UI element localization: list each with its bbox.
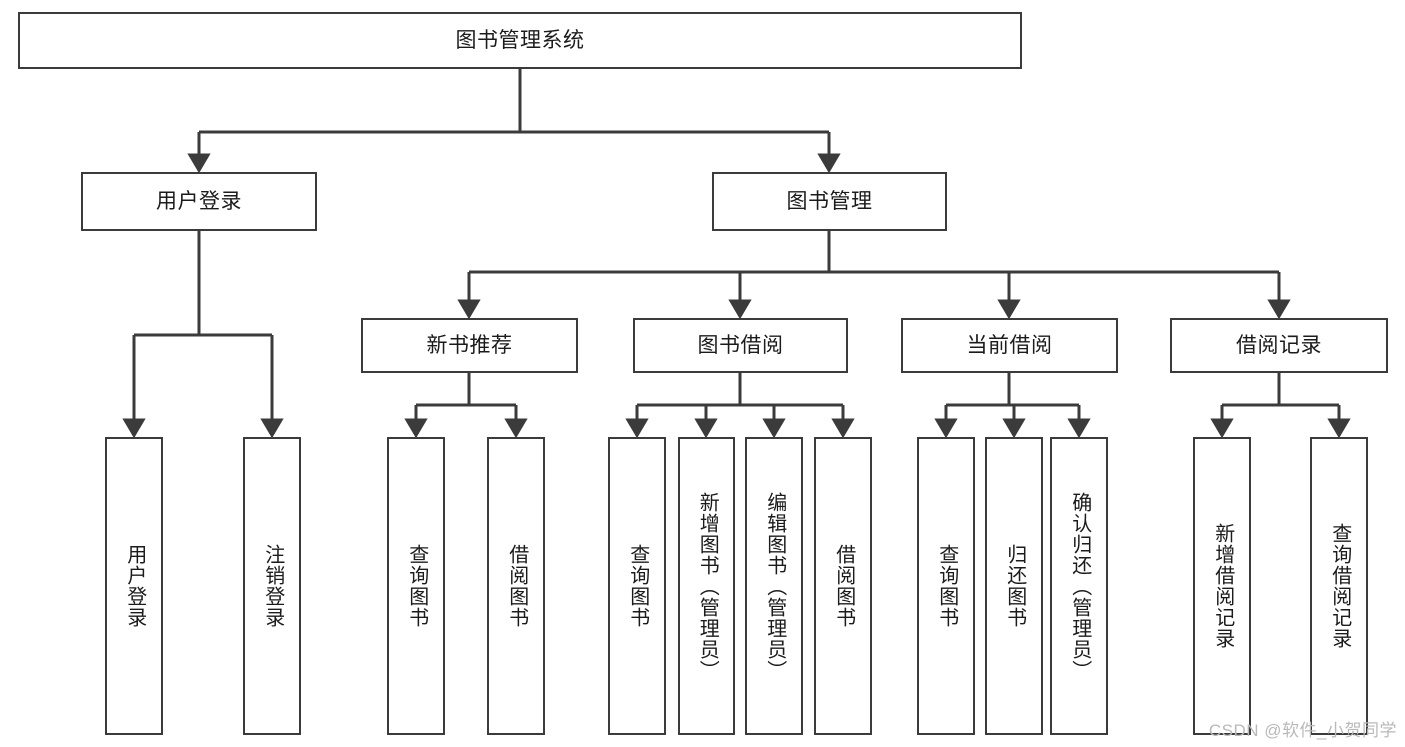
node-label-leaf-edit-book-admin: 编辑图书（管理员）: [763, 491, 786, 681]
node-leaf-add-record[interactable]: 新增借阅记录: [1193, 437, 1251, 735]
node-new-book-recommend[interactable]: 新书推荐: [361, 318, 578, 373]
node-leaf-edit-book-admin[interactable]: 编辑图书（管理员）: [745, 437, 803, 735]
node-label-borrow-record: 借阅记录: [1236, 333, 1322, 357]
node-book-borrow[interactable]: 图书借阅: [633, 318, 848, 373]
node-label-current-borrow: 当前借阅: [966, 333, 1053, 357]
node-label-leaf-add-record: 新增借阅记录: [1211, 523, 1234, 649]
node-label-leaf-logout-login: 注销登录: [261, 544, 284, 628]
node-leaf-borrow-book-2[interactable]: 借阅图书: [814, 437, 872, 735]
node-label-new-book-recommend: 新书推荐: [426, 333, 513, 357]
node-leaf-borrow-book-1[interactable]: 借阅图书: [487, 437, 545, 735]
node-user-login[interactable]: 用户登录: [81, 172, 317, 231]
node-leaf-user-login[interactable]: 用户登录: [105, 437, 163, 735]
node-leaf-add-book-admin[interactable]: 新增图书（管理员）: [678, 437, 735, 735]
csdn-watermark: CSDN @软件_小贺同学: [1208, 721, 1397, 740]
node-leaf-query-book-2[interactable]: 查询图书: [608, 437, 666, 735]
connector-lines: [122, 69, 1351, 439]
node-root[interactable]: 图书管理系统: [18, 12, 1022, 69]
node-label-leaf-borrow-book-1: 借阅图书: [505, 544, 528, 628]
node-book-manage[interactable]: 图书管理: [712, 172, 947, 231]
node-label-book-borrow: 图书借阅: [697, 333, 784, 357]
node-leaf-return-book[interactable]: 归还图书: [985, 437, 1043, 735]
node-label-leaf-query-record: 查询借阅记录: [1328, 523, 1351, 649]
node-label-leaf-query-book-1: 查询图书: [405, 544, 428, 628]
node-label-user-login: 用户登录: [156, 189, 242, 213]
node-label-leaf-user-login: 用户登录: [123, 544, 146, 628]
node-leaf-query-record[interactable]: 查询借阅记录: [1310, 437, 1368, 735]
node-label-leaf-borrow-book-2: 借阅图书: [832, 544, 855, 628]
node-leaf-logout-login[interactable]: 注销登录: [243, 437, 301, 735]
node-label-leaf-return-book: 归还图书: [1003, 544, 1026, 628]
node-borrow-record[interactable]: 借阅记录: [1170, 318, 1388, 373]
node-label-leaf-query-book-2: 查询图书: [626, 544, 649, 628]
node-label-book-manage: 图书管理: [786, 189, 873, 213]
node-label-leaf-confirm-return: 确认归还（管理员）: [1068, 491, 1091, 681]
node-label-leaf-add-book-admin: 新增图书（管理员）: [696, 491, 719, 681]
node-label-root: 图书管理系统: [455, 28, 585, 52]
node-label-leaf-query-book-3: 查询图书: [935, 544, 958, 628]
node-current-borrow[interactable]: 当前借阅: [901, 318, 1118, 373]
node-leaf-query-book-1[interactable]: 查询图书: [387, 437, 445, 735]
node-leaf-confirm-return[interactable]: 确认归还（管理员）: [1050, 437, 1108, 735]
node-leaf-query-book-3[interactable]: 查询图书: [917, 437, 975, 735]
